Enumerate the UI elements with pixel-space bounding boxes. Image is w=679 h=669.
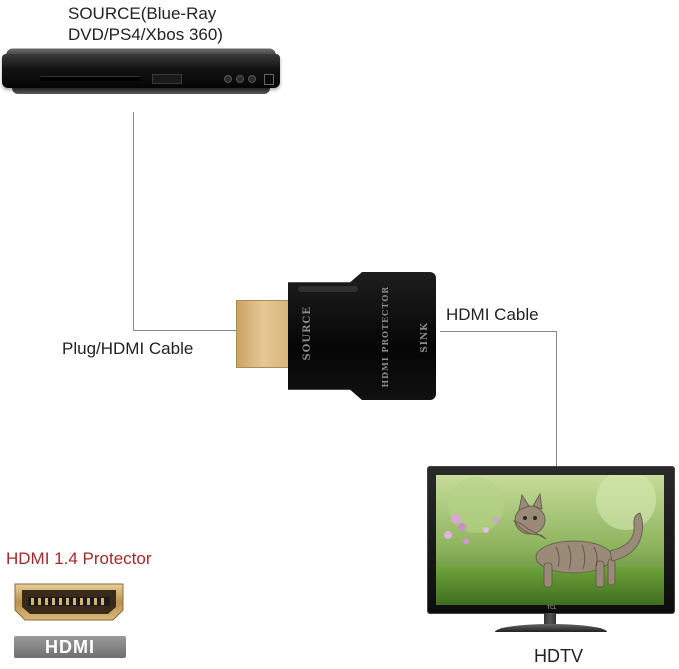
source-cable-line-horizontal: [133, 330, 237, 331]
hdmi-badge-text: HDMI: [45, 637, 95, 657]
source-label-line2: DVD/PS4/Xbos 360): [68, 25, 223, 44]
hdmi-protector-adapter-image: SOURCE HDMI PROTECTOR SINK: [236, 272, 436, 402]
hdtv-image: TCL: [427, 466, 675, 636]
gold-plug: [236, 300, 296, 368]
hdmi-port-icon: [12, 580, 126, 624]
adapter-protector-text: HDMI PROTECTOR: [380, 286, 390, 388]
dvd-player-image: [2, 48, 280, 98]
hdmi-logo-badge: HDMI: [14, 636, 126, 658]
protector-title: HDMI 1.4 Protector: [6, 549, 152, 568]
tv-brand-logo: TCL: [547, 605, 557, 611]
hdtv-label: HDTV: [534, 646, 583, 666]
usb-port-icon: [264, 74, 274, 85]
adapter-source-text: SOURCE: [302, 306, 313, 361]
tv-screen-cat-image: [436, 475, 664, 605]
source-label-line1: SOURCE(Blue-Ray: [68, 4, 217, 23]
adapter-sink-text: SINK: [420, 322, 430, 353]
source-cable-line: [133, 112, 134, 330]
sink-cable-line: [556, 331, 557, 467]
plug-cable-label: Plug/HDMI Cable: [62, 339, 194, 358]
hdmi-cable-label: HDMI Cable: [446, 305, 539, 324]
tv-stand: [495, 624, 607, 632]
sink-cable-line-horizontal: [440, 331, 556, 332]
